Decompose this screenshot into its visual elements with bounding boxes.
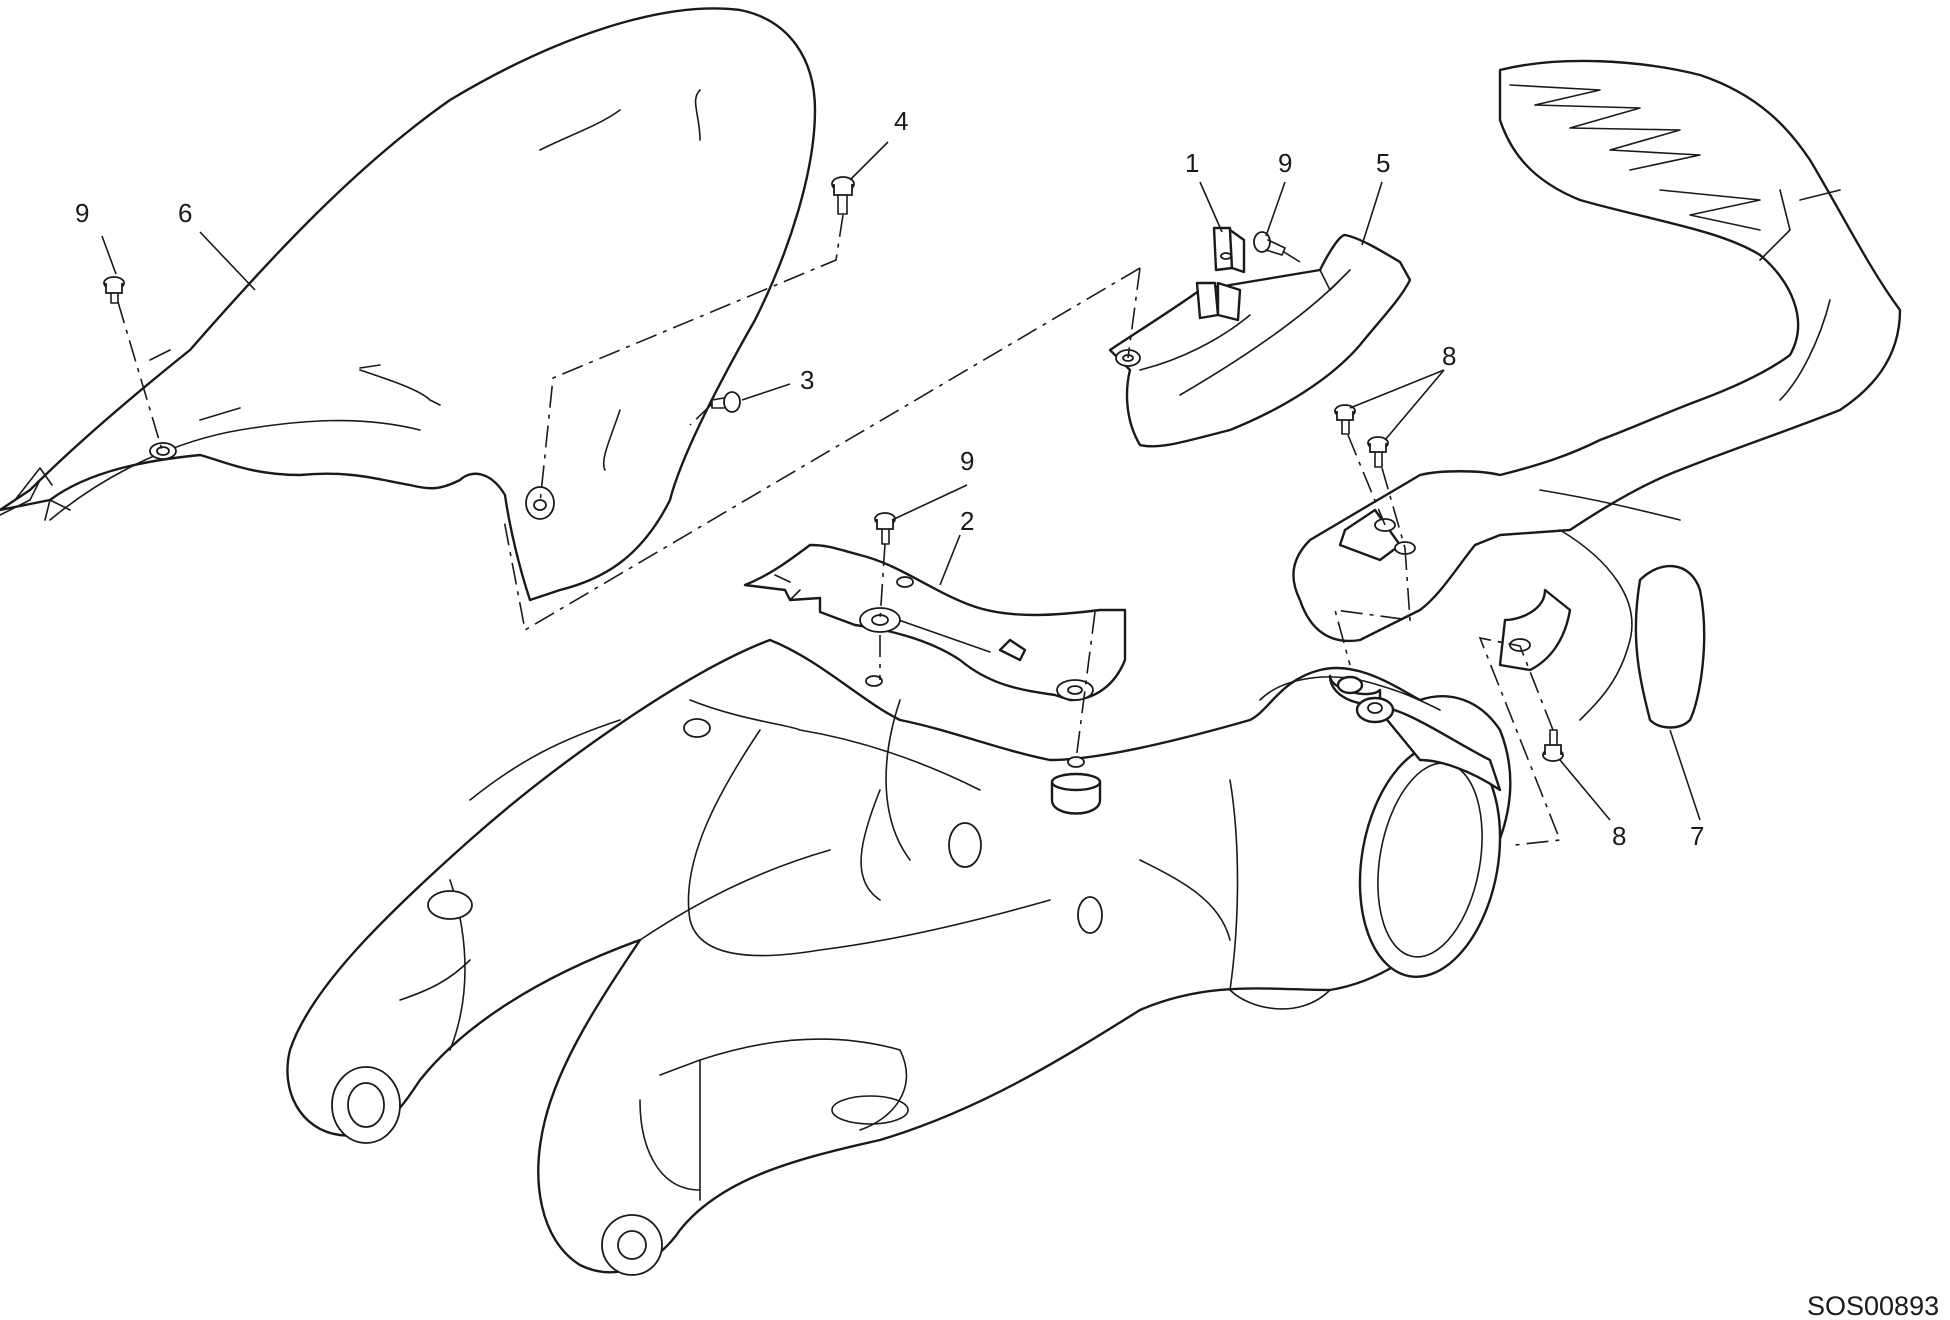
part-5-bracket [1108,233,1412,448]
swingarm [286,638,1512,1276]
callout-1: 1 [1185,148,1199,178]
callout-9-middle: 9 [960,446,974,476]
drawing-code: SOS00893 [1807,1291,1939,1320]
screw-8-middle [1367,436,1389,468]
screw-9-left [103,276,125,304]
callout-9-left: 9 [75,198,89,228]
callout-3: 3 [800,365,814,395]
screw-8-upper [1334,404,1356,435]
callout-7: 7 [1690,821,1704,851]
callout-2: 2 [960,506,974,536]
part-2-bracket [743,543,1127,702]
clip-1 [1212,226,1246,274]
callout-6: 6 [178,198,192,228]
assembly-lines [117,214,1562,846]
leader-lines [101,141,1701,821]
callout-4: 4 [894,106,908,136]
screw-3 [711,391,741,413]
screw-9-middle [874,512,896,545]
part-7-cover [1292,59,1902,729]
callout-labels: 9 6 4 3 1 9 5 8 9 2 8 7 [75,106,1704,851]
screw-8-lower [1542,729,1564,762]
callout-8-lower: 8 [1612,821,1626,851]
callout-5: 5 [1376,148,1390,178]
screw-4 [831,176,855,215]
part-6-cover [0,7,817,602]
screw-9-right [1253,231,1286,256]
callout-8-upper: 8 [1442,341,1456,371]
callout-9-right: 9 [1278,148,1292,178]
